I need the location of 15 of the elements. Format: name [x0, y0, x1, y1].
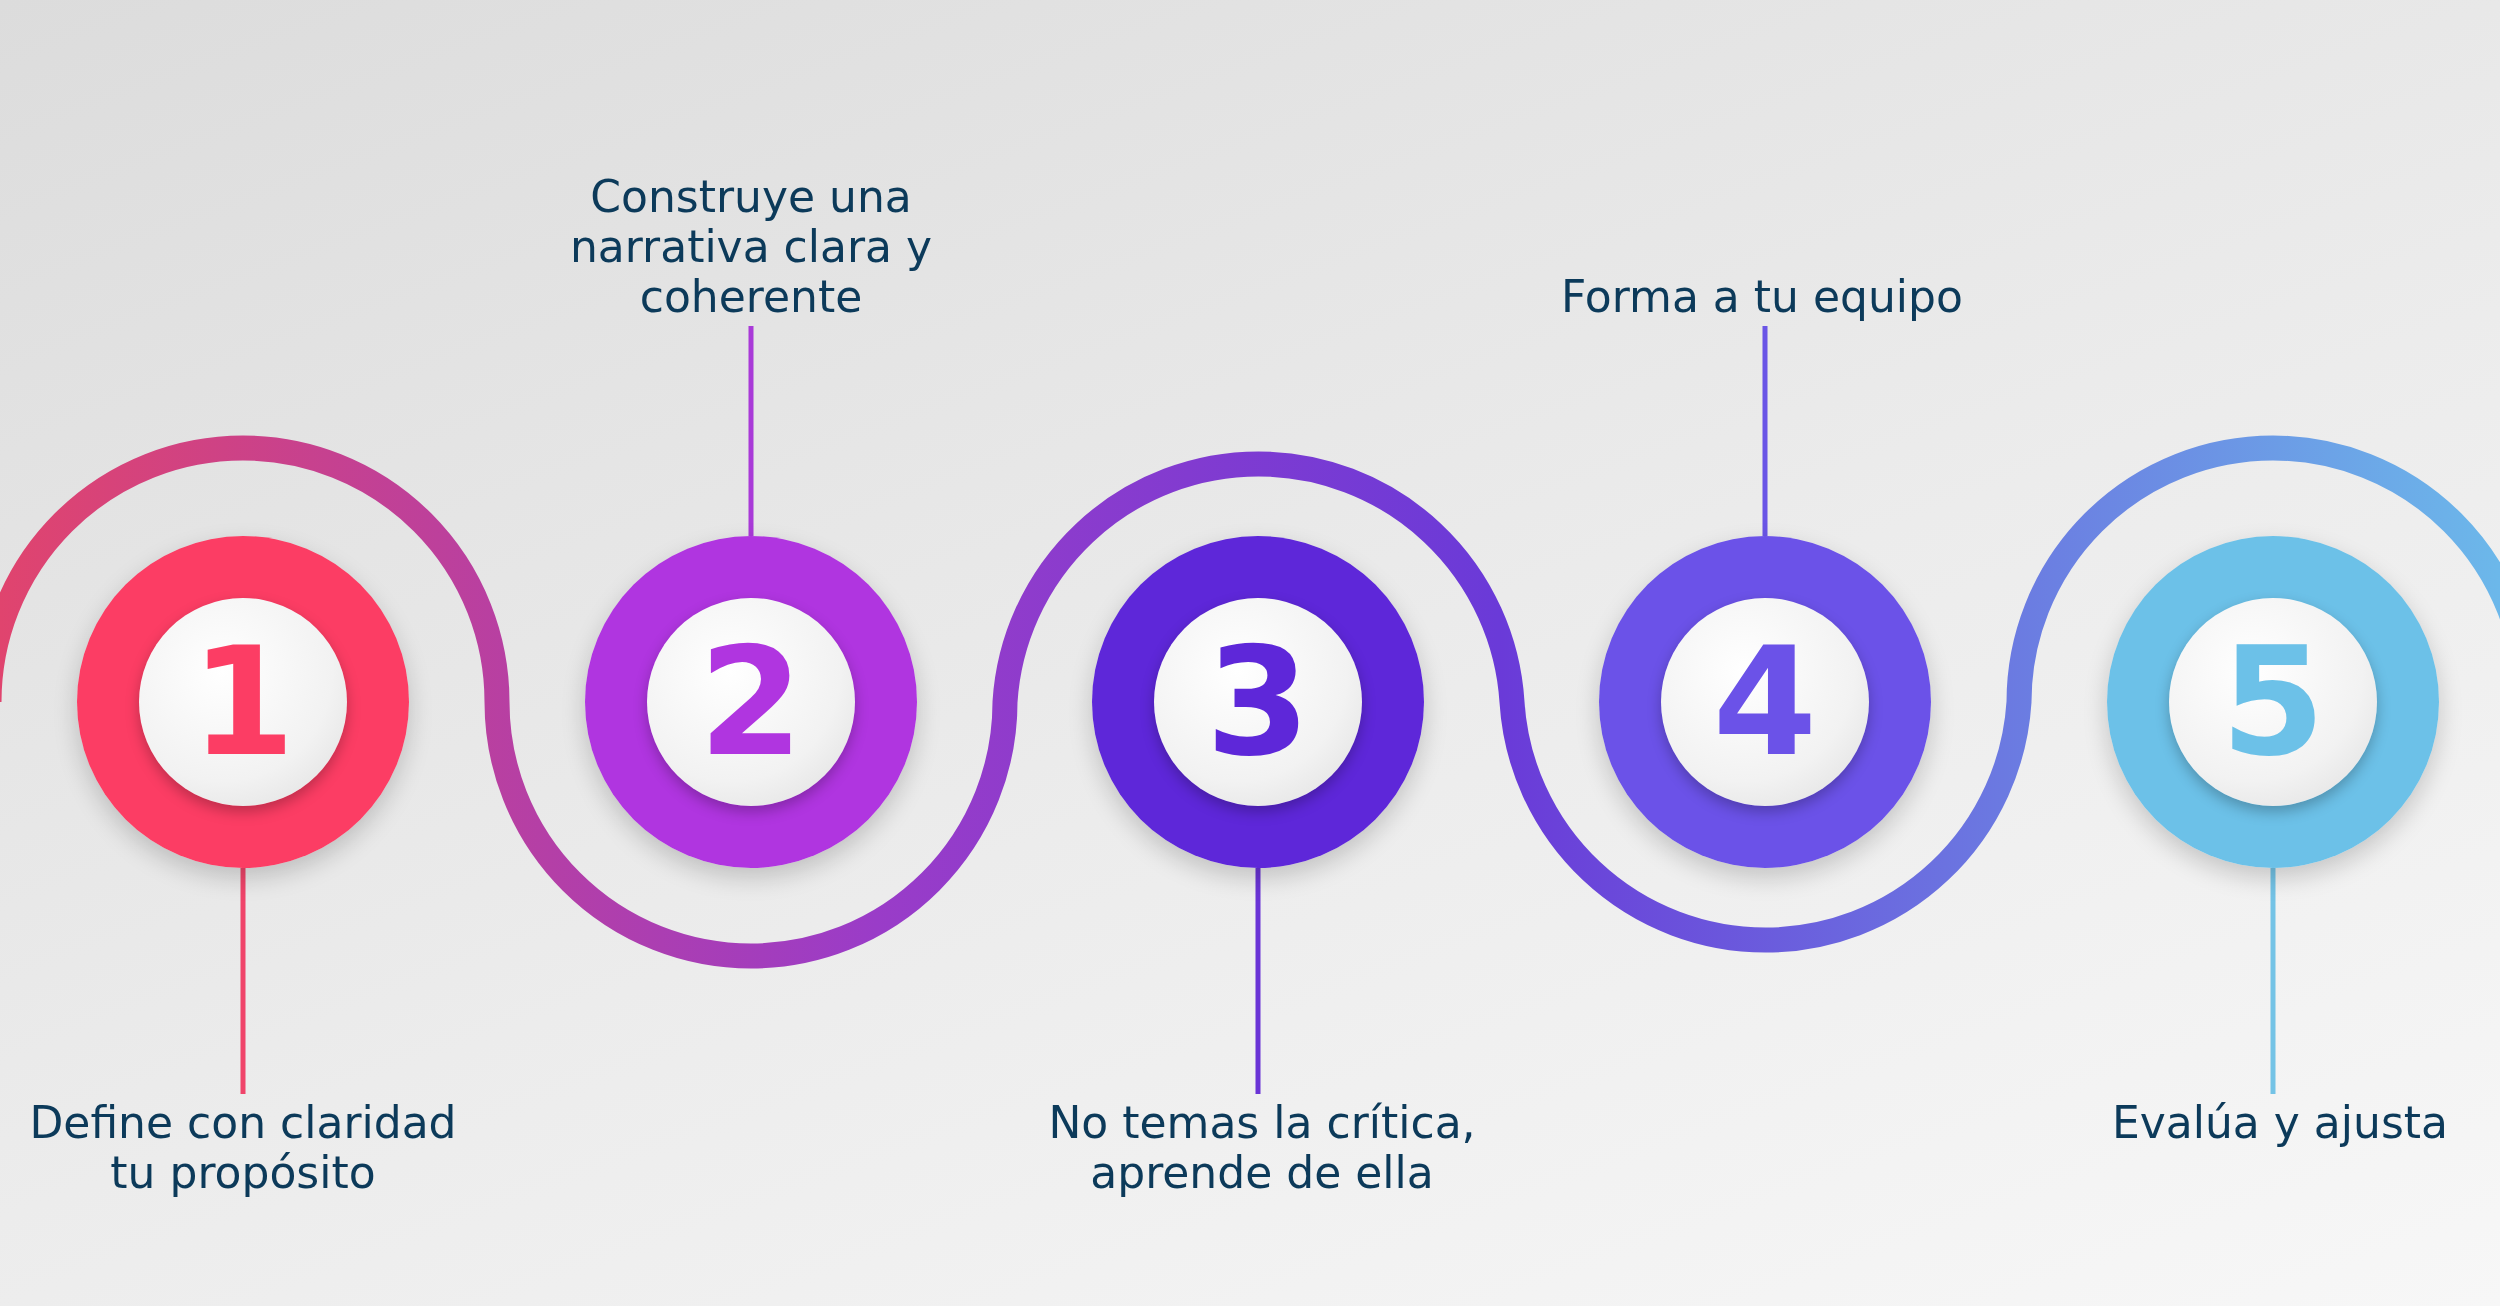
step-number: 5 [2220, 627, 2326, 777]
step-number: 2 [698, 627, 804, 777]
leader-line [240, 868, 246, 1094]
leader-line [1762, 326, 1768, 536]
step-caption: Define con claridad tu propósito [23, 1098, 463, 1198]
step-caption: No temas la crítica, aprende de ella [1042, 1098, 1482, 1198]
leader-line [748, 326, 754, 536]
step-caption: Evalúa y ajusta [2060, 1098, 2500, 1148]
leader-line [1255, 868, 1261, 1094]
step-caption: Forma a tu equipo [1542, 272, 1982, 322]
step-number: 1 [190, 627, 296, 777]
step-number: 4 [1712, 627, 1818, 777]
step-number: 3 [1205, 627, 1311, 777]
step-caption: Construye una narrativa clara y coherente [531, 172, 971, 322]
leader-line [2270, 868, 2276, 1094]
